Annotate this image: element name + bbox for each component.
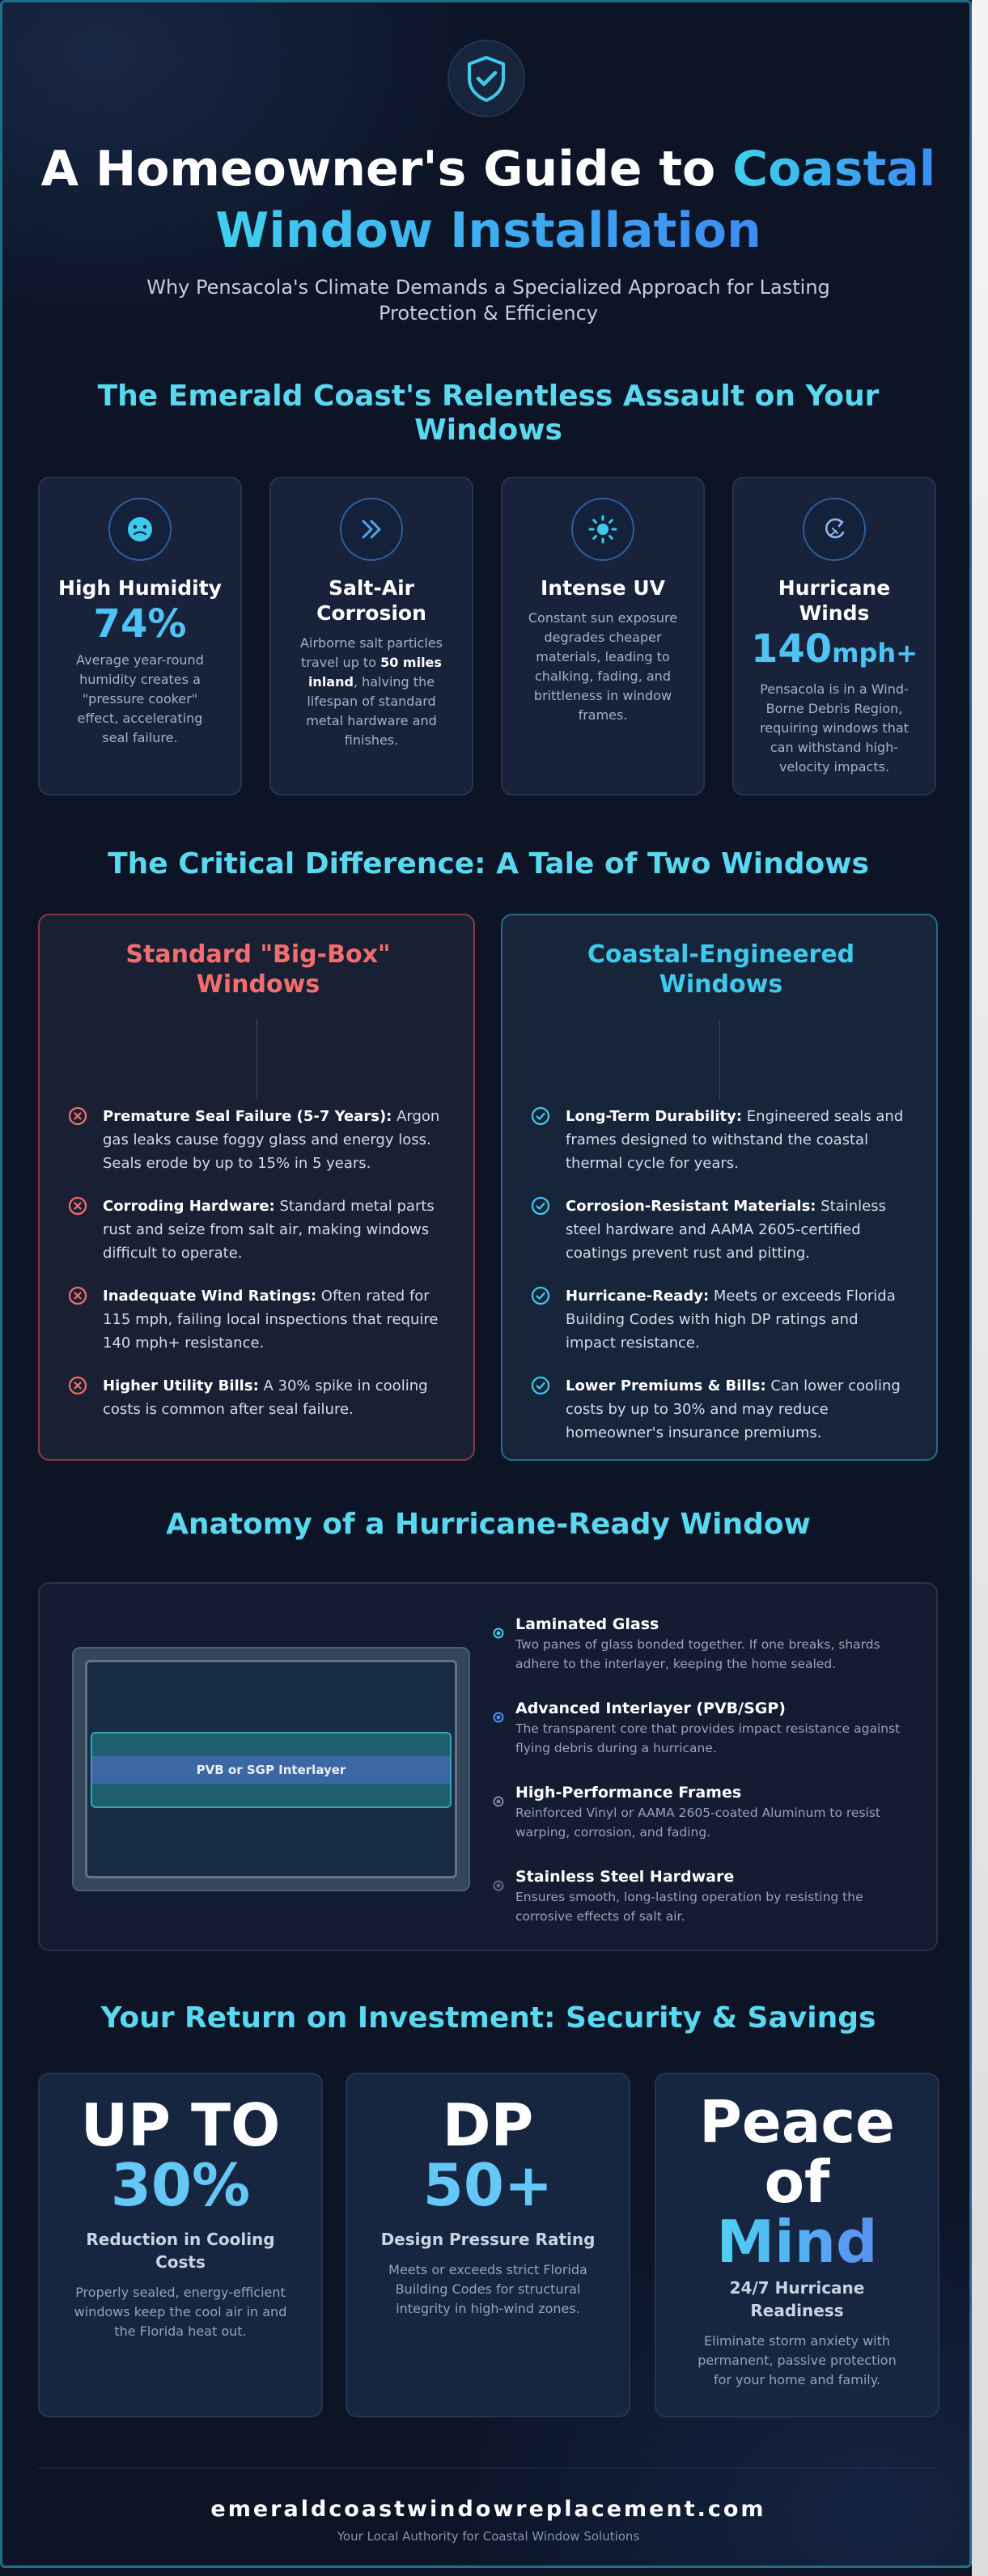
list-item: Long-Term Durability: Engineered seals a… [530, 1105, 910, 1175]
list-item: Hurricane-Ready: Meets or exceeds Florid… [530, 1284, 910, 1355]
page-title: A Homeowner's Guide to Coastal Window In… [35, 138, 942, 261]
stat-unit: mph+ [832, 638, 918, 668]
anatomy-heading: Anatomy of a Hurricane-Ready Window [166, 1508, 811, 1541]
page-edge [972, 0, 988, 2576]
roi-card-cooling: UP TO 30% Reduction in Cooling Costs Pro… [38, 2073, 323, 2417]
bullet-dot-icon [493, 1712, 504, 1723]
stat-name: Salt-Air Corrosion [316, 576, 426, 625]
list-item: Inadequate Wind Ratings: Often rated for… [67, 1284, 447, 1355]
stat-desc-highlight: 50 miles inland [307, 655, 442, 690]
shield-check-icon [447, 40, 525, 117]
roi-big-text: of [764, 2148, 830, 2216]
list-item: Stainless Steel Hardware Ensures smooth,… [493, 1867, 914, 1926]
footer-website[interactable]: emeraldcoastwindowreplacement.com [210, 2497, 766, 2522]
roi-card-dp: DP 50+ Design Pressure Rating Meets or e… [346, 2073, 630, 2417]
bullet-dot-icon [493, 1628, 504, 1639]
coastal-windows-list: Long-Term Durability: Engineered seals a… [530, 1105, 910, 1464]
check-circle-icon [531, 1196, 550, 1216]
list-item: Laminated Glass Two panes of glass bonde… [493, 1615, 914, 1674]
stat-desc: Airborne salt particles travel up to 50 … [300, 635, 443, 748]
title-accent-coastal: Coastal [732, 141, 936, 197]
list-item: Corrosion-Resistant Materials: Stainless… [530, 1195, 910, 1265]
list-item: Lower Premiums & Bills: Can lower coolin… [530, 1374, 910, 1445]
roi-desc: Eliminate storm anxiety with permanent, … [698, 2333, 897, 2387]
roi-desc: Properly sealed, energy-efficient window… [74, 2285, 287, 2339]
list-item: Corroding Hardware: Standard metal parts… [67, 1195, 447, 1265]
x-circle-icon [68, 1376, 87, 1395]
coastal-windows-card: Coastal-Engineered Windows Long-Term Dur… [501, 914, 938, 1461]
list-item: Advanced Interlayer (PVB/SGP) The transp… [493, 1699, 914, 1758]
stat-card-salt-air: Salt-Air Corrosion Airborne salt particl… [269, 477, 473, 796]
stat-name: Hurricane Winds [778, 576, 891, 625]
stat-card-humidity: High Humidity 74% Average year-round hum… [38, 477, 242, 796]
comparison-heading: The Critical Difference: A Tale of Two W… [108, 847, 869, 881]
x-circle-icon [68, 1106, 87, 1126]
roi-value: 30% [110, 2151, 251, 2219]
stat-value: 140mph+ [750, 626, 918, 672]
check-circle-icon [531, 1106, 550, 1126]
roi-label: 24/7 Hurricane Readiness [729, 2278, 865, 2320]
title-white: A Homeowner's Guide to [40, 141, 733, 197]
roi-label: Reduction in Cooling Costs [86, 2230, 275, 2272]
standard-windows-card: Standard "Big-Box" Windows Premature Sea… [38, 914, 475, 1461]
x-circle-icon [68, 1196, 87, 1216]
list-item: Premature Seal Failure (5-7 Years): Argo… [67, 1105, 447, 1175]
stat-desc: Pensacola is in a Wind-Borne Debris Regi… [760, 681, 909, 774]
list-item: Higher Utility Bills: A 30% spike in coo… [67, 1374, 447, 1421]
page-subtitle: Why Pensacola's Climate Demands a Specia… [146, 276, 830, 325]
window-glass: PVB or SGP Interlayer [85, 1660, 457, 1878]
window-frame-illustration: PVB or SGP Interlayer [72, 1647, 470, 1891]
bullet-dot-icon [493, 1796, 504, 1807]
divider [719, 1019, 720, 1100]
roi-big-text: Peace [699, 2088, 895, 2156]
roi-card-peace: Peace of Mind 24/7 Hurricane Readiness E… [655, 2073, 939, 2417]
storm-icon [803, 498, 866, 561]
check-circle-icon [531, 1376, 550, 1395]
bullet-dot-icon [493, 1880, 504, 1891]
stat-desc: Constant sun exposure degrades cheaper m… [528, 610, 678, 723]
stat-name: High Humidity [58, 576, 222, 600]
roi-value: 50+ [422, 2151, 553, 2219]
check-circle-icon [531, 1286, 550, 1305]
threats-heading: The Emerald Coast's Relentless Assault o… [97, 380, 880, 447]
double-chevron-icon [340, 498, 403, 561]
x-circle-icon [68, 1286, 87, 1305]
title-accent-window: Window Installation [215, 202, 761, 259]
humidity-face-icon [108, 498, 172, 561]
roi-heading: Your Return on Investment: Security & Sa… [100, 2001, 876, 2035]
standard-windows-list: Premature Seal Failure (5-7 Years): Argo… [67, 1105, 447, 1441]
coastal-windows-title: Coastal-Engineered Windows [587, 940, 855, 999]
anatomy-card: PVB or SGP Interlayer Laminated Glass Tw… [38, 1582, 938, 1951]
stat-desc: Average year-round humidity creates a "p… [76, 652, 204, 745]
stat-name: Intense UV [541, 576, 665, 600]
stat-value: 74% [93, 601, 187, 647]
stat-card-hurricane: Hurricane Winds 140mph+ Pensacola is in … [732, 477, 936, 796]
roi-big-text: DP [442, 2091, 534, 2159]
roi-desc: Meets or exceeds strict Florida Building… [388, 2262, 587, 2316]
anatomy-parts-list: Laminated Glass Two panes of glass bonde… [493, 1615, 914, 1951]
laminated-glass-layer: PVB or SGP Interlayer [91, 1732, 452, 1808]
stat-card-uv: Intense UV Constant sun exposure degrade… [501, 477, 705, 796]
roi-big-text: UP TO [80, 2091, 281, 2159]
list-item: High-Performance Frames Reinforced Vinyl… [493, 1783, 914, 1842]
roi-value: Mind [716, 2208, 878, 2276]
standard-windows-title: Standard "Big-Box" Windows [125, 940, 391, 999]
interlayer-label: PVB or SGP Interlayer [92, 1756, 450, 1784]
roi-label: Design Pressure Rating [380, 2230, 596, 2249]
sun-icon [571, 498, 634, 561]
footer-tagline: Your Local Authority for Coastal Window … [337, 2529, 640, 2544]
